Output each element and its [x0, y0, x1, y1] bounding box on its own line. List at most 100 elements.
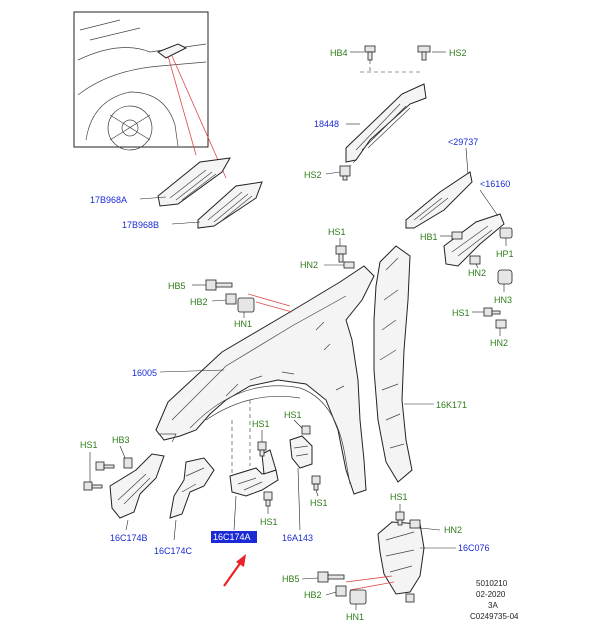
- lead-16c174c: [173, 519, 177, 541]
- inset-red-lead-b: [171, 55, 227, 179]
- side-vent-17b968a: [157, 157, 231, 207]
- red-lead-bottom-a: [345, 575, 393, 583]
- lead-16005: [159, 369, 225, 373]
- clip-hn3: [497, 269, 513, 285]
- inset-body-line: [77, 61, 207, 96]
- label-17b968b: 17B968B: [122, 220, 159, 230]
- nut-hn2-c: [495, 319, 507, 329]
- bolt-hs1-b: [483, 307, 501, 317]
- red-arrow: [223, 554, 246, 587]
- label-16005: 16005: [132, 368, 157, 378]
- lead-17b968a: [139, 196, 167, 200]
- spacer-hb2-top: [225, 293, 237, 305]
- red-lead-bottom-b: [349, 581, 395, 591]
- label-hs2-left: HS2: [304, 170, 322, 180]
- ref-line-4: C0249735-04: [470, 612, 519, 621]
- inset-windshield: [79, 19, 141, 41]
- bolt-hb5-top: [205, 279, 233, 291]
- fastener-hs2-left: [339, 165, 351, 181]
- bracket-16c174a: [229, 449, 279, 497]
- lead-16a143: [297, 467, 301, 531]
- spacer-hb2-bottom: [335, 585, 347, 597]
- nut-hn2-d: [409, 519, 421, 529]
- label-17b968a: 17B968A: [90, 195, 127, 205]
- lead-hb5-bottom: [301, 577, 319, 580]
- lead-hn2-d: [419, 527, 441, 531]
- label-16a143: 16A143: [282, 533, 313, 543]
- bolt-hs1-e: [301, 425, 311, 435]
- label-hb2-bottom: HB2: [304, 590, 322, 600]
- label-16k171: 16K171: [436, 400, 467, 410]
- lead-16c174b: [125, 519, 129, 531]
- bracket-18448: [345, 83, 427, 163]
- fastener-hb1: [451, 231, 463, 240]
- nut-hn2-b: [469, 255, 481, 265]
- lead-hs1-e: [293, 419, 303, 429]
- lead-hb2-bottom: [325, 591, 337, 596]
- side-vent-17b968b: [197, 181, 263, 229]
- fastener-hb4: [364, 45, 376, 61]
- nut-hn2-a: [343, 261, 355, 269]
- ref-line-1: 5010210: [476, 579, 508, 588]
- label-hn1-top: HN1: [234, 319, 252, 329]
- label-hs1-h: HS1: [390, 492, 408, 502]
- ref-line-3: 3A: [488, 601, 498, 610]
- label-hb2-top: HB2: [190, 297, 208, 307]
- bracket-16a143: [289, 435, 313, 469]
- label-hb1: HB1: [420, 232, 438, 242]
- clip-hb3: [123, 457, 133, 469]
- highlight-box-16c174a: [211, 531, 257, 543]
- lead-16160: [479, 189, 499, 217]
- label-hs1-c: HS1: [80, 440, 98, 450]
- label-hn2-d: HN2: [444, 525, 462, 535]
- nut-hn1-top: [237, 297, 255, 313]
- bracket-16c174c: [169, 457, 215, 519]
- inset-frame: [73, 11, 209, 148]
- label-hb5-bottom: HB5: [282, 574, 300, 584]
- bolt-hs1-c: [95, 461, 115, 471]
- label-hs2-top: HS2: [449, 48, 467, 58]
- label-16c076: 16C076: [458, 543, 490, 553]
- lead-hs1-g: [315, 489, 319, 497]
- red-lead-hb2-top-b: [255, 301, 293, 313]
- fender-16005: [155, 265, 375, 495]
- label-hs1-e: HS1: [284, 410, 302, 420]
- bolt-hb5-bottom: [317, 571, 345, 583]
- nut-hn1-bottom: [349, 589, 367, 605]
- bracket-16c174b: [109, 453, 165, 519]
- liner-16k171: [373, 245, 413, 483]
- label-hn3: HN3: [494, 295, 512, 305]
- inset-wheel: [107, 105, 153, 151]
- bolt-bottom-right: [405, 593, 415, 603]
- label-hs1-a: HS1: [328, 227, 346, 237]
- label-hs1-b: HS1: [452, 308, 470, 318]
- bolt-hs1-c-lower: [83, 481, 103, 491]
- label-16c174c: 16C174C: [154, 546, 193, 556]
- red-lead-hb2-top-a: [247, 293, 291, 307]
- bolt-hs1-f: [263, 491, 273, 507]
- lead-17b968b: [171, 221, 201, 225]
- inset-hood-line: [77, 43, 207, 61]
- lead-hs2-left: [325, 171, 341, 175]
- label-29737: <29737: [448, 137, 478, 147]
- label-hb4: HB4: [330, 48, 348, 58]
- label-16160: <16160: [480, 179, 510, 189]
- fastener-hs2-top: [417, 45, 431, 61]
- inset-vent: [156, 43, 188, 59]
- bolt-hs1-g: [311, 475, 321, 491]
- label-hp1: HP1: [496, 249, 514, 259]
- inset-spokes: [109, 114, 151, 141]
- label-hb3: HB3: [112, 435, 130, 445]
- bracket-16c076: [377, 521, 425, 595]
- bracket-29737: [405, 171, 473, 229]
- lead-16c174a: [233, 495, 237, 531]
- label-16c174a: 16C174A: [213, 532, 251, 542]
- label-hs1-g: HS1: [310, 498, 328, 508]
- label-hn2-b: HN2: [468, 268, 486, 278]
- ref-line-2: 02-2020: [476, 590, 506, 599]
- clip-hp1: [499, 227, 513, 239]
- label-hn2-a: HN2: [300, 260, 318, 270]
- vehicle-inset: [73, 11, 209, 151]
